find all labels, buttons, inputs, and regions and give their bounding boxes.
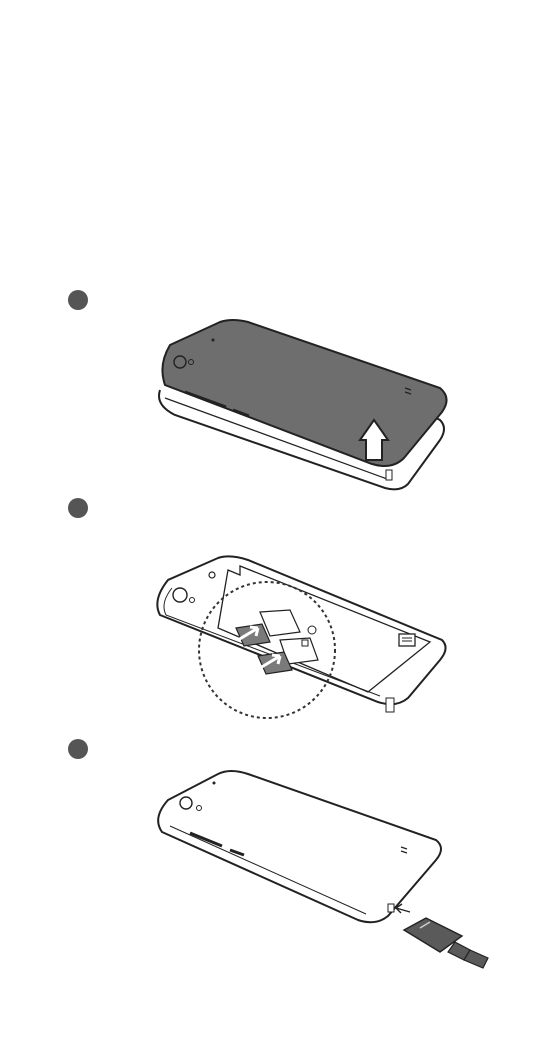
- connect-charger-illustration: [0, 0, 552, 1062]
